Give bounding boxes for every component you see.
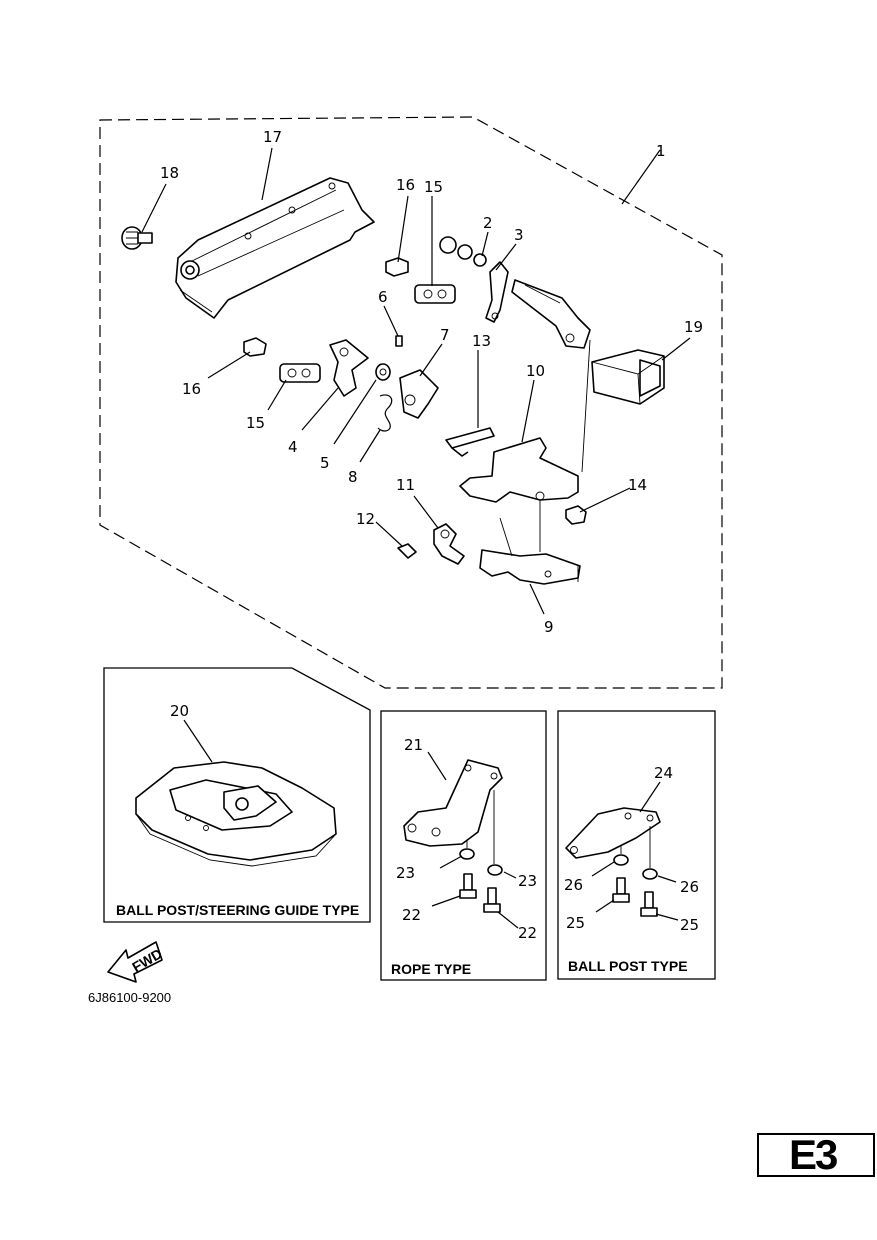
leader-lines-main [141,147,691,615]
callout-19: 19 [684,318,703,336]
lever-part-3 [485,261,509,323]
shaft [511,279,591,349]
bolt-part-22-left [459,873,477,899]
fwd-arrow-icon: FWD [107,941,165,983]
callout-4: 4 [288,438,298,456]
bracket-part-10 [459,437,579,503]
bolt-part-13 [445,427,495,457]
callout-8: 8 [348,468,358,486]
box-ball-post-steering [103,667,371,923]
nut-part-14 [565,505,587,525]
bracket-part-21 [403,759,503,847]
callout-15-upper: 15 [424,178,443,196]
callout-13: 13 [472,332,491,350]
bracket-part-9 [479,549,581,585]
switch-part-19 [591,349,665,405]
callout-17: 17 [263,128,282,146]
callout-22-right: 22 [518,924,537,942]
rod-end-part-15-lower [279,363,321,383]
washer-part-23-right [487,864,503,876]
callout-18: 18 [160,164,179,182]
drawing-code: 6J86100-9200 [88,990,171,1005]
callout-5: 5 [320,454,330,472]
callout-10: 10 [526,362,545,380]
lever-part-11 [433,523,465,565]
callout-25-right: 25 [680,916,699,934]
page-badge-label: E3 [789,1131,838,1178]
clip-part-16-upper [385,257,409,277]
callout-2: 2 [483,214,493,232]
bracket-part-24 [565,807,661,859]
callout-26-left: 26 [564,876,583,894]
callout-1: 1 [656,142,666,160]
box-ball-post-type [557,710,716,980]
nut-washer-part-2 [439,236,487,267]
box-rope-type [380,710,547,981]
cover-part-17 [175,177,375,319]
callout-23-left: 23 [396,864,415,882]
callout-16-upper: 16 [396,176,415,194]
callout-25-left: 25 [566,914,585,932]
label-ball-post-steering: BALL POST/STEERING GUIDE TYPE [116,902,359,918]
bolt-part-25-left [612,877,630,903]
callout-9: 9 [544,618,554,636]
callout-6: 6 [378,288,388,306]
callout-20: 20 [170,702,189,720]
callout-24: 24 [654,764,673,782]
washer-part-23-left [459,848,475,860]
label-rope-type: ROPE TYPE [391,961,471,977]
callout-14: 14 [628,476,647,494]
rod-end-part-15-upper [414,284,456,304]
knob-part-18 [121,226,153,250]
page-badge: E3 [757,1131,875,1178]
callout-21: 21 [404,736,423,754]
pin-part-6 [395,335,403,347]
callout-26-right: 26 [680,878,699,896]
callout-23-right: 23 [518,872,537,890]
callout-22-left: 22 [402,906,421,924]
callout-12: 12 [356,510,375,528]
bolt-part-25-right [640,891,658,917]
callout-11: 11 [396,476,415,494]
lever-part-7 [399,369,439,419]
washer-part-26-right [642,868,658,880]
steering-guide-part-20 [135,761,337,867]
clip-part-16-lower [243,337,267,357]
spring-part-8 [377,394,393,432]
washer-part-5 [375,363,391,381]
lever-part-4 [329,339,369,397]
label-ball-post-type: BALL POST TYPE [568,958,688,974]
callout-3: 3 [514,226,524,244]
bolt-part-22-right [483,887,501,913]
callout-15-lower: 15 [246,414,265,432]
callout-7: 7 [440,326,450,344]
callout-16-lower: 16 [182,380,201,398]
pin-part-12 [397,543,417,559]
assembly-outline [99,116,723,689]
washer-part-26-left [613,854,629,866]
